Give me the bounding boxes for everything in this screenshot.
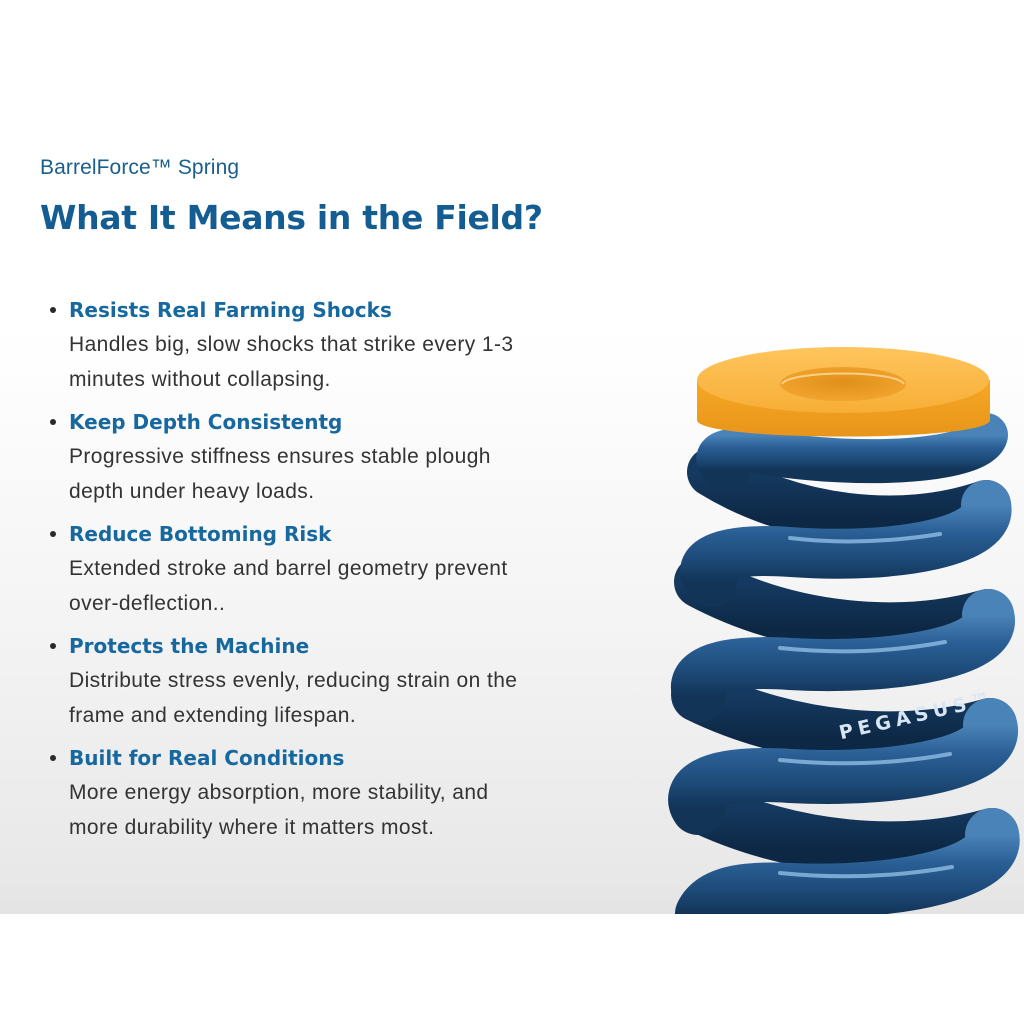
feature-item: Protects the Machine Distribute stress e… [46, 629, 586, 733]
feature-description-line: minutes without collapsing. [69, 368, 331, 391]
bullet-icon [50, 419, 56, 425]
bullet-icon [50, 643, 56, 649]
slide-panel: BarrelForce™ Spring What It Means in the… [0, 0, 1024, 914]
bullet-icon [50, 755, 56, 761]
barrel-spring-illustration: PEGASUS™ [668, 347, 1020, 914]
feature-description-line: depth under heavy loads. [69, 480, 315, 503]
feature-item: Reduce Bottoming Risk Extended stroke an… [46, 517, 586, 621]
feature-title: Keep Depth Consistentg [69, 410, 343, 434]
feature-list: Resists Real Farming Shocks Handles big,… [46, 293, 586, 853]
feature-description-line: frame and extending lifespan. [69, 704, 357, 727]
bullet-icon [50, 307, 56, 313]
feature-title: Reduce Bottoming Risk [69, 522, 332, 546]
feature-title: Protects the Machine [69, 634, 310, 658]
feature-description-line: Handles big, slow shocks that strike eve… [69, 333, 514, 356]
feature-item: Built for Real Conditions More energy ab… [46, 741, 586, 845]
spring-seat [697, 347, 990, 437]
coil-highlights [778, 532, 954, 879]
feature-description-line: More energy absorption, more stability, … [69, 781, 489, 804]
coil-front-strands [668, 413, 1020, 914]
feature-title: Resists Real Farming Shocks [69, 298, 392, 322]
feature-description-line: more durability where it matters most. [69, 816, 435, 839]
feature-item: Resists Real Farming Shocks Handles big,… [46, 293, 586, 397]
feature-description-line: Progressive stiffness ensures stable plo… [69, 445, 491, 468]
feature-description-line: Extended stroke and barrel geometry prev… [69, 557, 508, 580]
feature-description-line: over-deflection.. [69, 592, 226, 615]
feature-item: Keep Depth Consistentg Progressive stiff… [46, 405, 586, 509]
page-title: What It Means in the Field? [40, 198, 543, 237]
product-name: BarrelForce™ Spring [40, 156, 240, 179]
feature-description-line: Distribute stress evenly, reducing strai… [69, 669, 518, 692]
feature-title: Built for Real Conditions [69, 746, 345, 770]
bullet-icon [50, 531, 56, 537]
